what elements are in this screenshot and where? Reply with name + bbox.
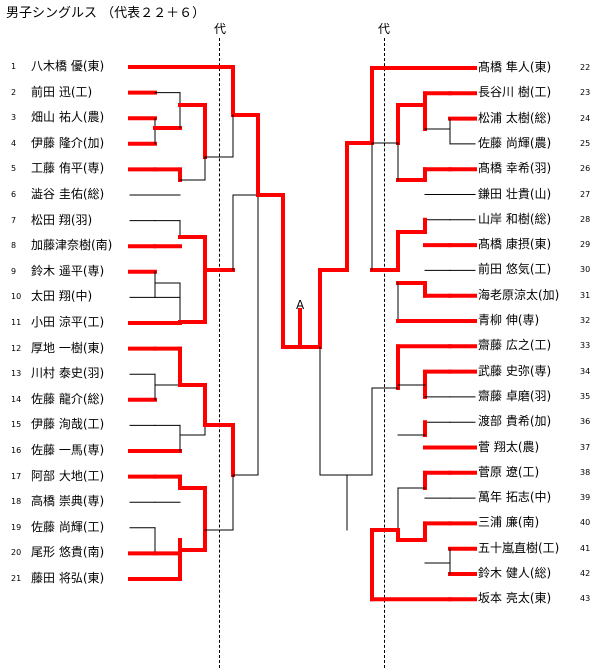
seed-number: 33 bbox=[580, 341, 591, 351]
seed-number: 32 bbox=[580, 316, 591, 325]
seed-number: 4 bbox=[11, 138, 17, 148]
seed-number: 41 bbox=[580, 543, 591, 553]
left-representative-mark: 代 bbox=[214, 22, 227, 36]
right-cutoff-line bbox=[384, 38, 385, 668]
player-name: 前田 迅(工) bbox=[31, 84, 93, 99]
player-name: 佐藤 尚輝(工) bbox=[31, 519, 105, 534]
player-name: 髙橋 隼人(東) bbox=[478, 60, 552, 74]
player-name: 澁谷 圭佑(総) bbox=[31, 187, 105, 201]
seed-number: 27 bbox=[580, 189, 591, 199]
player-name: 藤田 将弘(東) bbox=[31, 571, 105, 585]
player-name: 高橋 崇典(専) bbox=[31, 494, 105, 509]
player-name: 齋藤 卓磨(羽) bbox=[478, 388, 552, 403]
player-name: 畑山 祐人(農) bbox=[31, 110, 105, 125]
player-name: 髙橋 康摂(東) bbox=[478, 237, 552, 252]
seed-number: 36 bbox=[580, 417, 591, 427]
player-name: 齋藤 広之(工) bbox=[478, 338, 552, 353]
seed-number: 22 bbox=[580, 63, 591, 72]
seed-number: 15 bbox=[11, 420, 22, 430]
seed-number: 11 bbox=[11, 318, 22, 327]
seed-number: 26 bbox=[580, 164, 591, 174]
player-name: 阿部 大地(工) bbox=[31, 468, 105, 483]
seed-number: 23 bbox=[580, 88, 591, 98]
player-name: 佐藤 一馬(専) bbox=[31, 443, 105, 457]
seed-number: 30 bbox=[580, 265, 591, 275]
player-name: 五十嵐直樹(工) bbox=[478, 540, 560, 555]
player-name: 髙橋 幸希(羽) bbox=[478, 161, 552, 176]
seed-number: 12 bbox=[11, 343, 22, 353]
player-name: 工藤 侑平(専) bbox=[31, 161, 105, 176]
seed-number: 24 bbox=[580, 113, 591, 123]
player-name: 海老原涼太(加) bbox=[478, 287, 560, 302]
player-name: 川村 泰史(羽) bbox=[31, 366, 105, 381]
player-name: 山岸 和樹(総) bbox=[478, 211, 552, 226]
seed-number: 6 bbox=[11, 190, 17, 199]
seed-number: 1 bbox=[11, 62, 17, 71]
right-representative-mark: 代 bbox=[378, 22, 391, 36]
seed-number: 40 bbox=[580, 518, 591, 528]
seed-number: 10 bbox=[11, 292, 22, 302]
player-name: 武藤 史弥(専) bbox=[478, 363, 552, 378]
player-name: 松田 翔(羽) bbox=[31, 212, 93, 227]
seed-number: 25 bbox=[580, 138, 591, 148]
seed-number: 43 bbox=[580, 594, 591, 604]
player-name: 鈴木 健人(総) bbox=[478, 566, 552, 580]
seed-number: 42 bbox=[580, 569, 591, 578]
seed-number: 35 bbox=[580, 391, 591, 401]
player-name: 鈴木 遥平(専) bbox=[31, 263, 105, 278]
player-name: 佐藤 尚輝(農) bbox=[478, 135, 552, 150]
player-name: 厚地 一樹(東) bbox=[31, 340, 105, 355]
seed-number: 34 bbox=[580, 366, 591, 376]
seed-number: 17 bbox=[11, 471, 22, 481]
seed-number: 9 bbox=[11, 266, 17, 276]
player-name: 萬年 拓志(中) bbox=[478, 490, 552, 505]
seed-number: 20 bbox=[11, 548, 22, 558]
player-name: 松浦 太樹(総) bbox=[478, 110, 552, 125]
player-name: 菅 翔太(農) bbox=[478, 439, 540, 454]
seed-number: 7 bbox=[11, 215, 17, 225]
seed-number: 2 bbox=[11, 87, 17, 97]
player-name: 加藤津奈樹(南) bbox=[31, 238, 113, 253]
player-name: 青柳 伸(専) bbox=[478, 313, 540, 327]
seed-number: 37 bbox=[580, 442, 591, 452]
seed-number: 5 bbox=[11, 164, 17, 174]
player-name: 伊藤 洵哉(工) bbox=[31, 417, 105, 432]
seed-number: 21 bbox=[11, 574, 22, 583]
player-name: 菅原 遼(工) bbox=[478, 464, 540, 479]
seed-number: 13 bbox=[11, 369, 22, 379]
player-name: 三浦 廉(南) bbox=[478, 515, 540, 530]
player-name: 長谷川 樹(工) bbox=[478, 85, 552, 100]
player-name: 坂本 亮太(東) bbox=[478, 591, 552, 606]
player-name: 太田 翔(中) bbox=[31, 289, 93, 304]
player-name: 伊藤 隆介(加) bbox=[31, 135, 105, 150]
seed-number: 28 bbox=[580, 214, 591, 224]
seed-number: 16 bbox=[11, 446, 22, 455]
seed-number: 31 bbox=[580, 290, 591, 300]
player-name: 佐藤 龍介(総) bbox=[31, 391, 105, 406]
player-name: 八木橋 優(東) bbox=[31, 59, 105, 73]
seed-number: 19 bbox=[11, 522, 22, 532]
left-cutoff-line bbox=[219, 38, 220, 668]
final-match-mark: A bbox=[296, 298, 305, 312]
seed-number: 29 bbox=[580, 240, 591, 250]
seed-number: 39 bbox=[580, 493, 591, 503]
player-name: 鎌田 壮貴(山) bbox=[478, 186, 552, 201]
seed-number: 18 bbox=[11, 497, 22, 507]
player-name: 小田 涼平(工) bbox=[31, 315, 105, 329]
player-name: 渡部 貴希(加) bbox=[478, 414, 552, 429]
page-title: 男子シングルス （代表２２＋６） bbox=[6, 6, 206, 21]
seed-number: 8 bbox=[11, 241, 17, 251]
seed-number: 14 bbox=[11, 394, 22, 404]
seed-number: 3 bbox=[11, 113, 17, 123]
player-name: 前田 悠気(工) bbox=[478, 262, 552, 277]
seed-number: 38 bbox=[580, 467, 591, 477]
player-name: 尾形 悠貴(南) bbox=[31, 545, 105, 560]
